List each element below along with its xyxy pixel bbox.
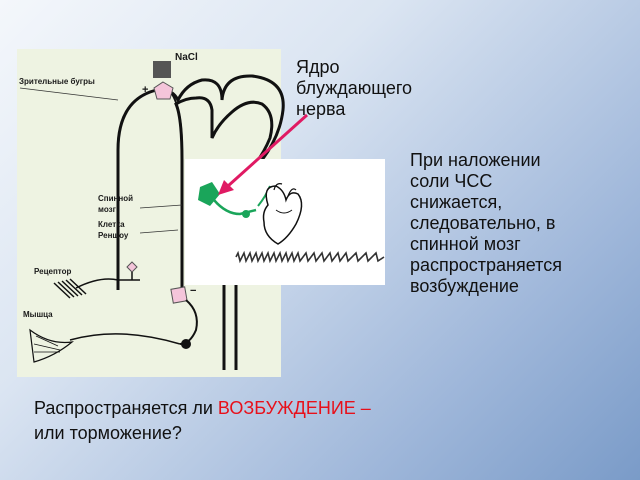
vagus-nerve — [213, 199, 257, 216]
question-line-1: Распространяется ли ВОЗБУЖДЕНИЕ – — [34, 396, 474, 421]
nucleus-label-line-2: блуждающего — [296, 78, 413, 98]
explanation-text: При наложении соли ЧСС снижается, следов… — [410, 150, 630, 297]
heart-rate-trace — [235, 250, 385, 264]
muscle-label: Мышца — [23, 310, 53, 319]
explanation-line-6: распространяется — [410, 255, 562, 275]
nacl-block — [153, 61, 171, 78]
explanation-line-4: следовательно, в — [410, 213, 556, 233]
question-part-1: Распространяется ли — [34, 398, 218, 418]
minus-sign: − — [190, 285, 196, 297]
explanation-line-5: спинной мозг — [410, 234, 521, 254]
plus-sign: + — [142, 84, 148, 96]
explanation-line-2: соли ЧСС — [410, 171, 493, 191]
nucleus-label: Ядро блуждающего нерва — [296, 57, 446, 120]
descending-tract — [171, 93, 183, 151]
renshaw-pointer — [139, 229, 179, 234]
efferent-fiber — [69, 333, 181, 345]
thalamus-label: Зрительные бугры — [19, 77, 95, 86]
question-line-2: или торможение? — [34, 423, 182, 443]
question-text: Распространяется ли ВОЗБУЖДЕНИЕ – или то… — [34, 396, 474, 446]
explanation-line-3: снижается, — [410, 192, 503, 212]
explanation-line-7: возбуждение — [410, 276, 519, 296]
pointer-arrowhead — [218, 180, 234, 195]
motor-neuron-dot — [181, 339, 191, 349]
spinal-cord-label-1: Спинной — [98, 194, 133, 203]
spinal-cord-pointer — [139, 204, 183, 209]
renshaw-label-2: Реншоу — [98, 231, 129, 240]
receptor-label: Рецептор — [34, 267, 71, 276]
question-highlight: ВОЗБУЖДЕНИЕ – — [217, 398, 371, 418]
renshaw-label-1: Клетка — [98, 220, 125, 229]
receptor-icon — [53, 278, 87, 299]
thalamus-pointer — [19, 87, 119, 101]
nacl-label: NaCl — [175, 52, 198, 63]
spinal-cord-label-2: мозг — [98, 205, 117, 214]
pointer-arrow — [226, 113, 309, 188]
nucleus-label-line-3: нерва — [296, 99, 346, 119]
vagus-terminal — [242, 210, 250, 218]
explanation-line-1: При наложении — [410, 150, 541, 170]
nucleus-label-line-1: Ядро — [296, 57, 340, 77]
muscle-icon — [29, 328, 75, 363]
motor-neuron-square — [170, 286, 188, 304]
afferent-fiber — [75, 278, 140, 289]
nucleus-pentagon — [153, 81, 174, 100]
heart-icon — [262, 183, 303, 245]
